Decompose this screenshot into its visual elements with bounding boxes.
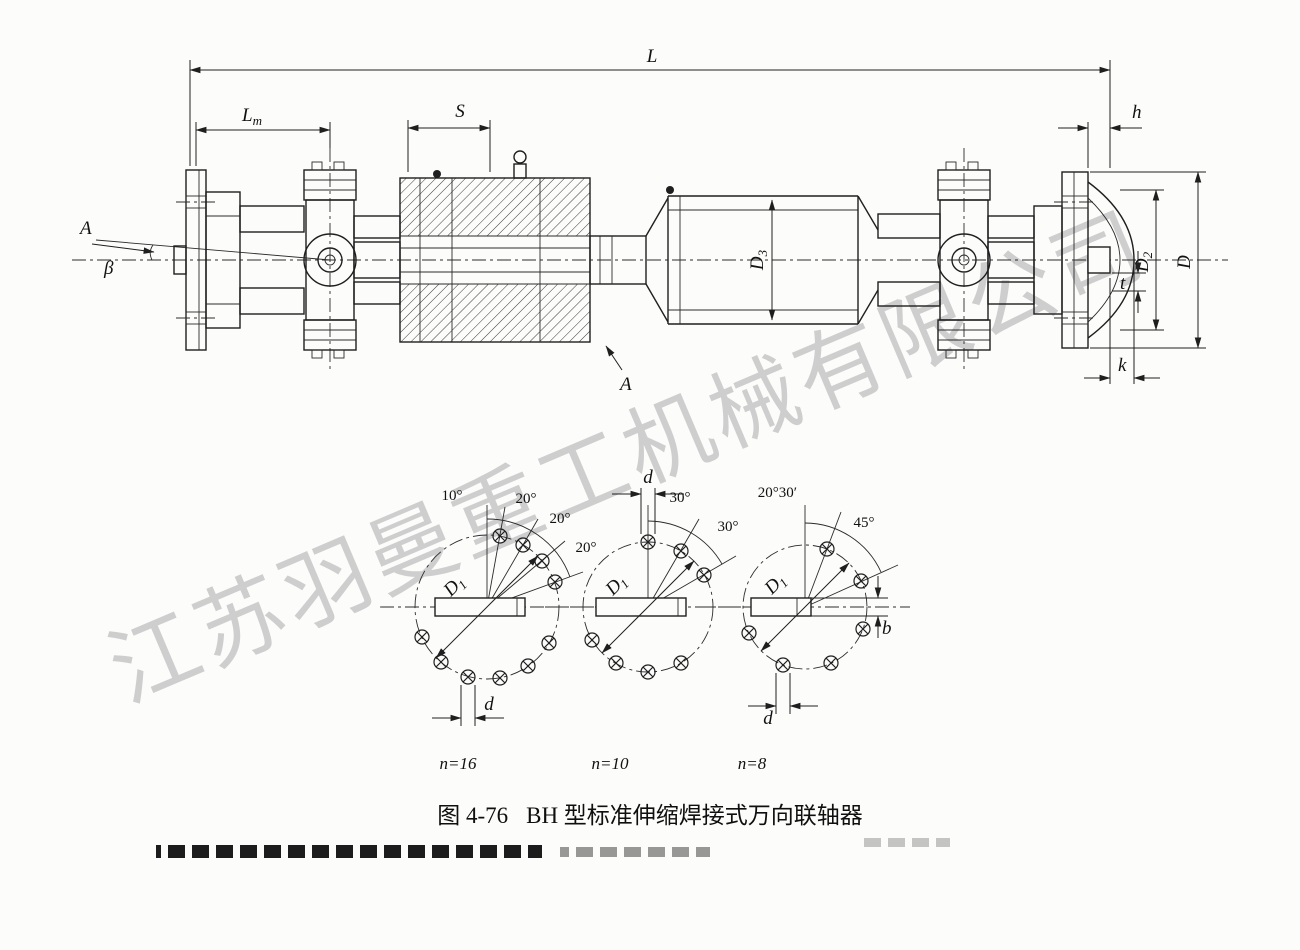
bolt-hole [819, 541, 835, 557]
spherical-cap [1087, 181, 1135, 339]
dim-S: S [407, 101, 491, 172]
bolt-hole [696, 567, 712, 583]
dim-d-view2: d [612, 467, 684, 534]
cross-journal [937, 233, 991, 287]
bolt-hole [460, 669, 476, 685]
bearing-cap-top [303, 169, 357, 201]
label-d: d [763, 708, 773, 729]
bolt-hole [775, 657, 791, 673]
tube-shaft [666, 186, 879, 325]
end-flange [1054, 171, 1135, 349]
assembly-drawing: L Lm S h A β [72, 46, 1228, 395]
dim-d-view3: d [748, 673, 818, 729]
bolt-circle [742, 544, 868, 670]
cropped-text-strip [156, 838, 950, 858]
flange-view-3: D1 20°30′ 45° b d n=8 [700, 485, 910, 773]
grease-fitting [513, 163, 527, 179]
angle-label: 20° [576, 540, 597, 556]
left-flange-hub [205, 191, 241, 329]
caption-text: 图 4-76 BH 型标准伸缩焊接式万向联轴器 [437, 803, 863, 828]
bolt-hole [741, 625, 757, 641]
weld-dot [666, 186, 674, 194]
dim-D3: D3 [747, 199, 776, 321]
bolt-hole [520, 658, 536, 674]
label-b: b [882, 618, 892, 639]
label-L: L [646, 46, 658, 67]
angle-label: 10° [442, 488, 463, 504]
bolt-hole [541, 635, 557, 651]
section-label-A: A [605, 345, 632, 395]
label-t: t [1120, 273, 1126, 294]
angle-label: 20° [550, 511, 571, 527]
label-n16: n=16 [440, 754, 477, 773]
bolt-hole [608, 655, 624, 671]
dim-t: t [1112, 251, 1146, 313]
label-d: d [484, 694, 494, 715]
bolt-hole [823, 655, 839, 671]
label-beta: β [103, 258, 114, 279]
angle-label: 20° [516, 491, 537, 507]
bolt-hole [673, 543, 689, 559]
bolt-hole [547, 574, 563, 590]
label-D3: D3 [747, 249, 770, 271]
angle-label: 30° [718, 519, 739, 535]
bolt-hole [853, 573, 869, 589]
bolt-hole [534, 553, 550, 569]
bolt-hole [855, 621, 871, 637]
angle-label: 30° [670, 490, 691, 506]
angle-beta: β [95, 239, 331, 279]
bolt-hole [673, 655, 689, 671]
bearing-cap-bottom [937, 319, 991, 351]
label-D1: D1 [760, 570, 791, 601]
bearing-cap-bottom [303, 319, 357, 351]
spline-sleeve [399, 150, 669, 343]
watermark-text: 江苏羽曼重工机械有限公司 [96, 196, 1161, 721]
bolt-hole [414, 629, 430, 645]
dim-k: k [1084, 266, 1160, 384]
cross-journal [303, 233, 357, 287]
angle-label: 20°30′ [758, 485, 797, 501]
bolt-hole [584, 632, 600, 648]
spigot [1087, 246, 1111, 274]
dim-L: L [189, 46, 1111, 168]
bolt-hole [492, 670, 508, 686]
angle-label: 45° [854, 515, 875, 531]
view-direction-A: A [78, 218, 155, 254]
label-A-view: A [78, 218, 92, 239]
dim-D: D [1090, 171, 1206, 349]
label-d: d [643, 467, 653, 488]
dim-b: b [811, 576, 892, 639]
watermark: 江苏羽曼重工机械有限公司 [96, 196, 1161, 721]
label-A-section: A [618, 374, 632, 395]
figure-number: 图 4-76 [437, 803, 508, 828]
figure-title: BH 型标准伸缩焊接式万向联轴器 [526, 803, 863, 828]
label-D: D [1174, 255, 1195, 270]
dim-Lm: Lm [195, 105, 331, 166]
label-S: S [455, 101, 465, 122]
label-D1: D1 [601, 571, 632, 602]
label-k: k [1118, 355, 1127, 376]
label-n8: n=8 [738, 754, 767, 773]
hub-tab [750, 597, 812, 617]
bolt-hole [433, 654, 449, 670]
bearing-cap-top [937, 169, 991, 201]
label-n10: n=10 [592, 754, 629, 773]
left-flange-pilot [173, 245, 187, 275]
label-h: h [1132, 102, 1142, 123]
weld-dot [433, 170, 441, 178]
label-Lm: Lm [241, 105, 262, 128]
left-flange [173, 169, 241, 351]
figure-caption: 图 4-76 BH 型标准伸缩焊接式万向联轴器 [437, 803, 863, 828]
left-universal-joint [239, 148, 401, 372]
dim-h: h [1058, 102, 1142, 168]
dim-d-view1: d [432, 685, 504, 726]
